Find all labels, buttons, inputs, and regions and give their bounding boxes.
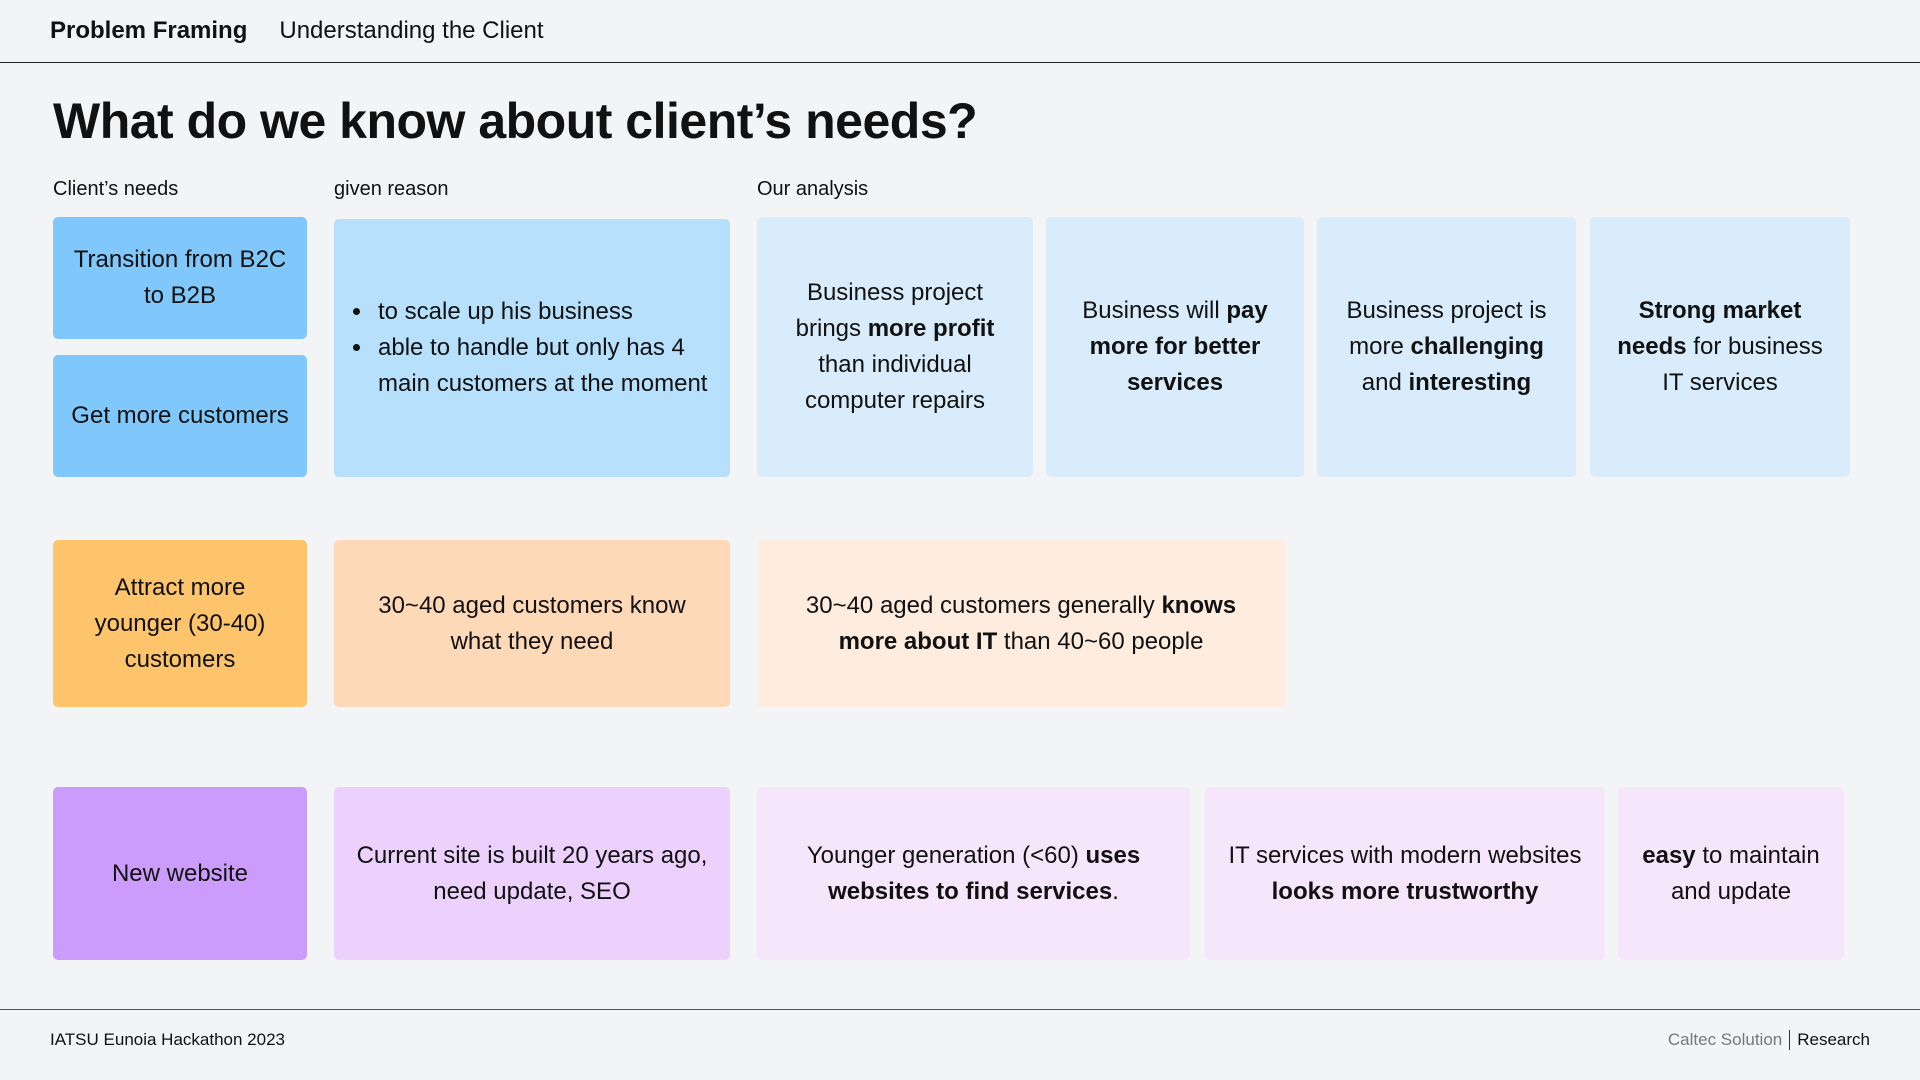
text-run: and xyxy=(1361,369,1409,396)
reason-item: to scale up his business xyxy=(374,294,712,330)
emphasis-text: uses websites to find services xyxy=(828,841,1141,905)
analysis-card: Strong market needs for business IT serv… xyxy=(1590,217,1850,477)
page-title: What do we know about client’s needs? xyxy=(53,93,978,149)
reason-card: Current site is built 20 years ago, need… xyxy=(334,787,730,960)
need-text: Attract more younger (30-40) customers xyxy=(94,573,266,673)
text-run: than individual computer repairs xyxy=(804,351,986,414)
column-label-needs: Client’s needs xyxy=(53,178,179,200)
analysis-text: Business will pay more for better servic… xyxy=(1064,293,1286,401)
reason-text: Current site is built 20 years ago, need… xyxy=(356,841,708,905)
reason-card: to scale up his business able to handle … xyxy=(334,219,730,477)
text-run: Business will xyxy=(1082,297,1227,324)
text-run: Younger generation (<60) xyxy=(806,841,1086,869)
reason-list: to scale up his business able to handle … xyxy=(344,294,712,402)
need-card: New website xyxy=(53,787,307,960)
analysis-text: easy to maintain and update xyxy=(1636,838,1826,910)
analysis-text: IT services with modern websites looks m… xyxy=(1223,838,1587,910)
divider xyxy=(1789,1030,1791,1050)
emphasis-text: more profit xyxy=(867,315,995,342)
analysis-text: Business project is more challenging and… xyxy=(1335,293,1558,401)
emphasis-text: interesting xyxy=(1408,369,1532,396)
text-run: . xyxy=(1112,877,1119,905)
footer-brand: Caltec Solution Research xyxy=(1668,1030,1870,1050)
emphasis-text: knows more about IT xyxy=(838,591,1237,655)
reason-item: able to handle but only has 4 main custo… xyxy=(374,330,712,402)
text-run: Business project brings xyxy=(795,279,984,342)
analysis-card: Business project brings more profit than… xyxy=(757,217,1033,477)
emphasis-text: challenging xyxy=(1410,333,1544,360)
need-card: Transition from B2C to B2B xyxy=(53,217,307,339)
company-name: Caltec Solution xyxy=(1667,1030,1783,1049)
text-run: IT services with modern websites xyxy=(1228,841,1582,869)
text-run: for business IT services xyxy=(1662,333,1823,396)
emphasis-text: pay more for better services xyxy=(1089,297,1268,396)
text-run: than 40~60 people xyxy=(997,627,1204,655)
need-text: New website xyxy=(111,859,249,887)
text-run: 30~40 aged customers generally xyxy=(805,591,1162,619)
subsection-title: Understanding the Client xyxy=(279,17,544,44)
analysis-card: Business will pay more for better servic… xyxy=(1046,217,1304,477)
analysis-card: Younger generation (<60) uses websites t… xyxy=(757,787,1190,960)
analysis-text: 30~40 aged customers generally knows mor… xyxy=(775,588,1267,660)
analysis-card: Business project is more challenging and… xyxy=(1317,217,1576,477)
text-run: Business project is more xyxy=(1346,297,1547,360)
need-card: Attract more younger (30-40) customers xyxy=(53,540,307,707)
need-text: Transition from B2C to B2B xyxy=(73,246,287,309)
text-run: to maintain and update xyxy=(1670,841,1820,905)
section-title: Problem Framing xyxy=(50,17,248,44)
analysis-card: 30~40 aged customers generally knows mor… xyxy=(757,540,1285,707)
emphasis-text: Strong market needs xyxy=(1617,297,1802,360)
need-card: Get more customers xyxy=(53,355,307,477)
reason-text: 30~40 aged customers know what they need xyxy=(378,591,686,655)
department-name: Research xyxy=(1797,1030,1870,1049)
header-bar: Problem Framing Understanding the Client xyxy=(0,0,1920,63)
column-label-analysis: Our analysis xyxy=(757,178,869,200)
reason-card: 30~40 aged customers know what they need xyxy=(334,540,730,707)
analysis-card: IT services with modern websites looks m… xyxy=(1205,787,1605,960)
analysis-card: easy to maintain and update xyxy=(1618,787,1844,960)
emphasis-text: easy xyxy=(1642,841,1696,869)
event-name: IATSU Eunoia Hackathon 2023 xyxy=(50,1030,285,1049)
need-text: Get more customers xyxy=(71,402,289,429)
footer-bar: IATSU Eunoia Hackathon 2023 Caltec Solut… xyxy=(0,1009,1920,1080)
column-label-reason: given reason xyxy=(334,178,449,200)
emphasis-text: looks more trustworthy xyxy=(1271,877,1539,905)
analysis-text: Strong market needs for business IT serv… xyxy=(1608,293,1832,401)
analysis-text: Business project brings more profit than… xyxy=(775,275,1015,419)
analysis-text: Younger generation (<60) uses websites t… xyxy=(775,838,1172,910)
